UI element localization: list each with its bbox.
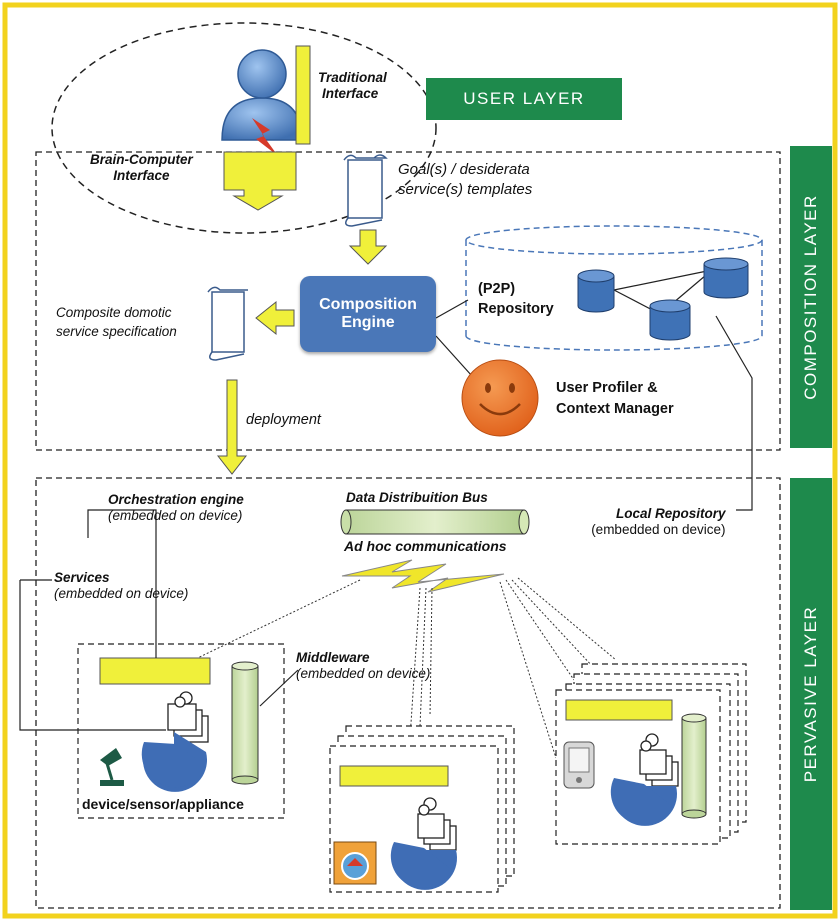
user-layer-label: USER LAYER bbox=[463, 89, 585, 108]
p2p-repository-label: (P2P) Repository bbox=[478, 281, 554, 317]
composition-engine: Composition Engine bbox=[300, 276, 436, 352]
goals-to-engine-arrow bbox=[348, 229, 388, 265]
traditional-interface-bar bbox=[295, 45, 311, 145]
ad-hoc-lightning-icon bbox=[341, 559, 505, 593]
device-label: device/sensor/appliance bbox=[82, 796, 244, 812]
lamp-icon bbox=[100, 748, 124, 786]
user-ellipse bbox=[51, 22, 437, 234]
composition-layer-box bbox=[35, 151, 781, 451]
smiley-icon bbox=[461, 359, 539, 437]
pda-icon bbox=[563, 741, 595, 789]
middleware-cylinder bbox=[681, 713, 707, 819]
device-box bbox=[77, 643, 285, 819]
database-icon bbox=[649, 299, 691, 341]
service-pie-icon bbox=[390, 842, 452, 889]
ad-hoc-label: Ad hoc communications bbox=[344, 538, 507, 554]
orchestration-bar bbox=[565, 699, 673, 721]
database-icon bbox=[703, 257, 749, 299]
service-pie-icon bbox=[610, 778, 672, 825]
services-link bbox=[19, 579, 166, 731]
communication-lines bbox=[159, 577, 617, 759]
services-stack-icon bbox=[417, 797, 457, 851]
lightning-bolt-icon bbox=[252, 118, 278, 156]
composite-spec-document-icon bbox=[207, 286, 248, 361]
data-bus-cylinder bbox=[340, 509, 530, 535]
goals-document-icon bbox=[343, 154, 388, 227]
pervasive-layer-tag: PERVASIVE LAYER bbox=[790, 478, 832, 910]
orchestration-bar bbox=[339, 765, 449, 787]
orchestration-bar bbox=[99, 657, 211, 685]
washing-machine-icon bbox=[333, 841, 377, 885]
bci-arrow bbox=[223, 151, 297, 211]
deployment-label: deployment bbox=[246, 412, 321, 428]
middleware-label: Middleware (embedded on device) bbox=[296, 650, 431, 681]
service-pie-icon bbox=[141, 742, 206, 788]
pervasive-layer-label: PERVASIVE LAYER bbox=[801, 605, 820, 783]
user-layer-tag: USER LAYER bbox=[426, 78, 622, 120]
data-bus-title: Data Distribuition Bus bbox=[346, 490, 488, 505]
engine-to-spec-arrow bbox=[255, 300, 295, 336]
p2p-repository-cylinder bbox=[465, 225, 763, 351]
orchestration-link bbox=[87, 509, 157, 658]
database-icon bbox=[577, 269, 615, 313]
user-profiler-label: User Profiler & Context Manager bbox=[556, 380, 674, 418]
user-icon bbox=[221, 49, 303, 141]
pervasive-layer-box bbox=[35, 477, 781, 909]
goals-label: Goal(s) / desiderata service(s) template… bbox=[398, 161, 533, 198]
orchestration-label: Orchestration engine (embedded on device… bbox=[108, 492, 244, 523]
bci-label: Brain-Computer Interface bbox=[90, 152, 193, 183]
middleware-cylinder bbox=[231, 661, 259, 785]
composite-spec-label: Composite domotic service specification bbox=[56, 305, 177, 339]
composition-layer-label: COMPOSITION LAYER bbox=[801, 194, 820, 400]
middleware-link bbox=[259, 669, 299, 707]
deployment-arrow bbox=[216, 379, 248, 475]
services-label: Services (embedded on device) bbox=[54, 570, 189, 601]
local-repository-link bbox=[715, 315, 753, 511]
traditional-interface-label: Traditional Interface bbox=[318, 70, 387, 101]
local-repository-label: Local Repository (embedded on device) bbox=[591, 506, 726, 537]
services-stack-icon bbox=[167, 691, 209, 743]
services-stack-icon bbox=[639, 733, 679, 787]
engine-connectors bbox=[435, 299, 473, 377]
composition-layer-tag: COMPOSITION LAYER bbox=[790, 146, 832, 448]
